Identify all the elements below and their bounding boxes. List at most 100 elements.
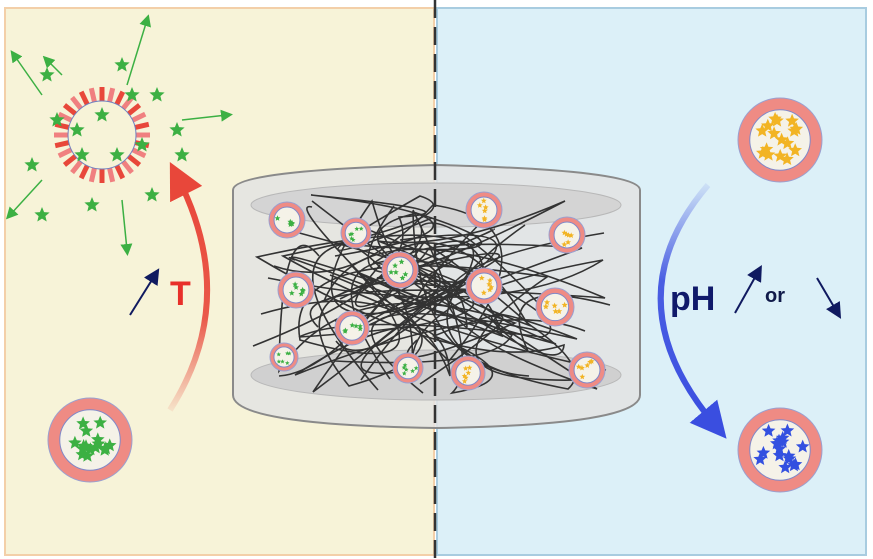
ruptured-membrane-segment [88,87,97,103]
aqueous-core [573,356,601,384]
drug-star-icon [770,113,784,127]
ph-change-arrow [657,183,727,439]
ruptured-membrane-segment [70,160,83,175]
drug-star-icon [465,370,472,376]
drug-star-icon [403,367,409,372]
drug-star-icon [795,439,810,453]
ruptured-membrane-segment [107,87,116,103]
drug-star-icon [780,136,795,150]
drug-star-icon [772,433,786,447]
liposome [268,201,306,239]
ruptured-membrane-segment [127,103,142,116]
drug-star-icon [357,323,363,329]
drug-star-icon [274,215,281,221]
drug-star-icon [561,301,568,308]
drug-star-icon [402,362,408,368]
released-drug-star-icon [114,57,130,72]
liposome [568,351,606,389]
drug-star-icon [99,441,113,455]
drug-star-icon [398,258,405,265]
drug-star-icon [68,435,82,449]
drug-star-icon [462,365,469,371]
drug-star-icon [461,378,468,384]
released-drug-star-icon [134,137,150,152]
ph-label: pH [670,280,715,318]
aqueous-core [396,356,420,380]
aqueous-core [344,221,368,245]
released-drug-star-icon [34,207,50,222]
drug-star-icon [349,322,355,328]
liposome-states [47,97,823,493]
ruptured-membrane-segment [114,90,126,106]
drug-star-icon [561,229,568,236]
inner-membrane [67,100,137,170]
liposome [381,251,419,289]
drug-star-icon [342,328,348,334]
liposome [548,216,586,254]
drug-star-icon [289,220,295,227]
released-drug-star-icon [174,147,190,162]
drug-star-icon [298,291,305,297]
drug-star-icon [552,308,559,314]
drug-star-icon [480,197,487,204]
drug-star-icon [788,143,802,157]
ruptured-membrane-segment [57,147,73,159]
drug-star-icon [280,359,285,364]
drug-star-icon [276,352,281,357]
ruptured-membrane-segment [131,111,147,123]
ruptured-membrane-segment [121,160,134,175]
drug-star-icon [481,215,488,221]
drug-star-icon [388,269,394,275]
liposome [465,191,503,229]
drug-star-icon [753,452,767,466]
released-drug-star-icon [124,87,140,102]
drug-star-icon [401,370,407,376]
polymer-fiber [330,199,498,315]
drug-star-icon [579,364,585,371]
drug-star-icon [772,448,787,462]
released-drug-star-icon [24,157,40,172]
drug-star-icon [347,231,353,237]
drug-star-icon [782,451,797,465]
polymer-fiber [254,200,565,356]
drug-star-icon [787,458,801,472]
ruptured-membrane-segment [88,167,97,183]
aqueous-core [282,276,310,304]
drug-star-icon [780,423,795,437]
or-label: or [765,285,785,307]
ruptured-membrane-segment [62,103,77,116]
liposome [535,287,575,327]
release-direction-arrow-icon [120,199,133,256]
drug-star-icon [300,288,306,294]
drug-star-icon [349,236,354,241]
liposome [450,355,486,391]
drug-star-icon [579,373,586,380]
release-direction-arrow-icon [126,14,151,86]
drug-star-icon [789,122,804,135]
drug-star-icon [402,271,409,277]
polymer-fiber [288,256,504,381]
ruptured-membrane-segment [70,95,83,110]
ruptured-membrane-segment [78,90,90,106]
ruptured-membrane-segment [57,111,73,123]
liposome [334,310,370,346]
polymer-fiber [280,195,607,371]
drug-star-icon [354,226,360,231]
drug-star-icon [761,147,776,161]
polymer-fiber [350,259,557,380]
drug-star-icon [488,284,495,290]
polymer-fiber [298,265,579,381]
drug-star-icon [478,275,485,281]
drug-star-icon [551,302,558,309]
release-direction-arrow-icon [10,50,43,96]
ruptured-membrane-segment [134,121,150,130]
increase-arrow-icon [129,268,160,316]
drug-star-icon [79,423,94,437]
temperature-release-arrow [167,161,210,412]
ruptured-membrane-segment [54,121,70,130]
released-drug-star-icon [49,112,65,127]
drug-star-icon [410,368,416,374]
drug-star-icon [565,239,571,245]
drug-star-icon [544,299,551,306]
